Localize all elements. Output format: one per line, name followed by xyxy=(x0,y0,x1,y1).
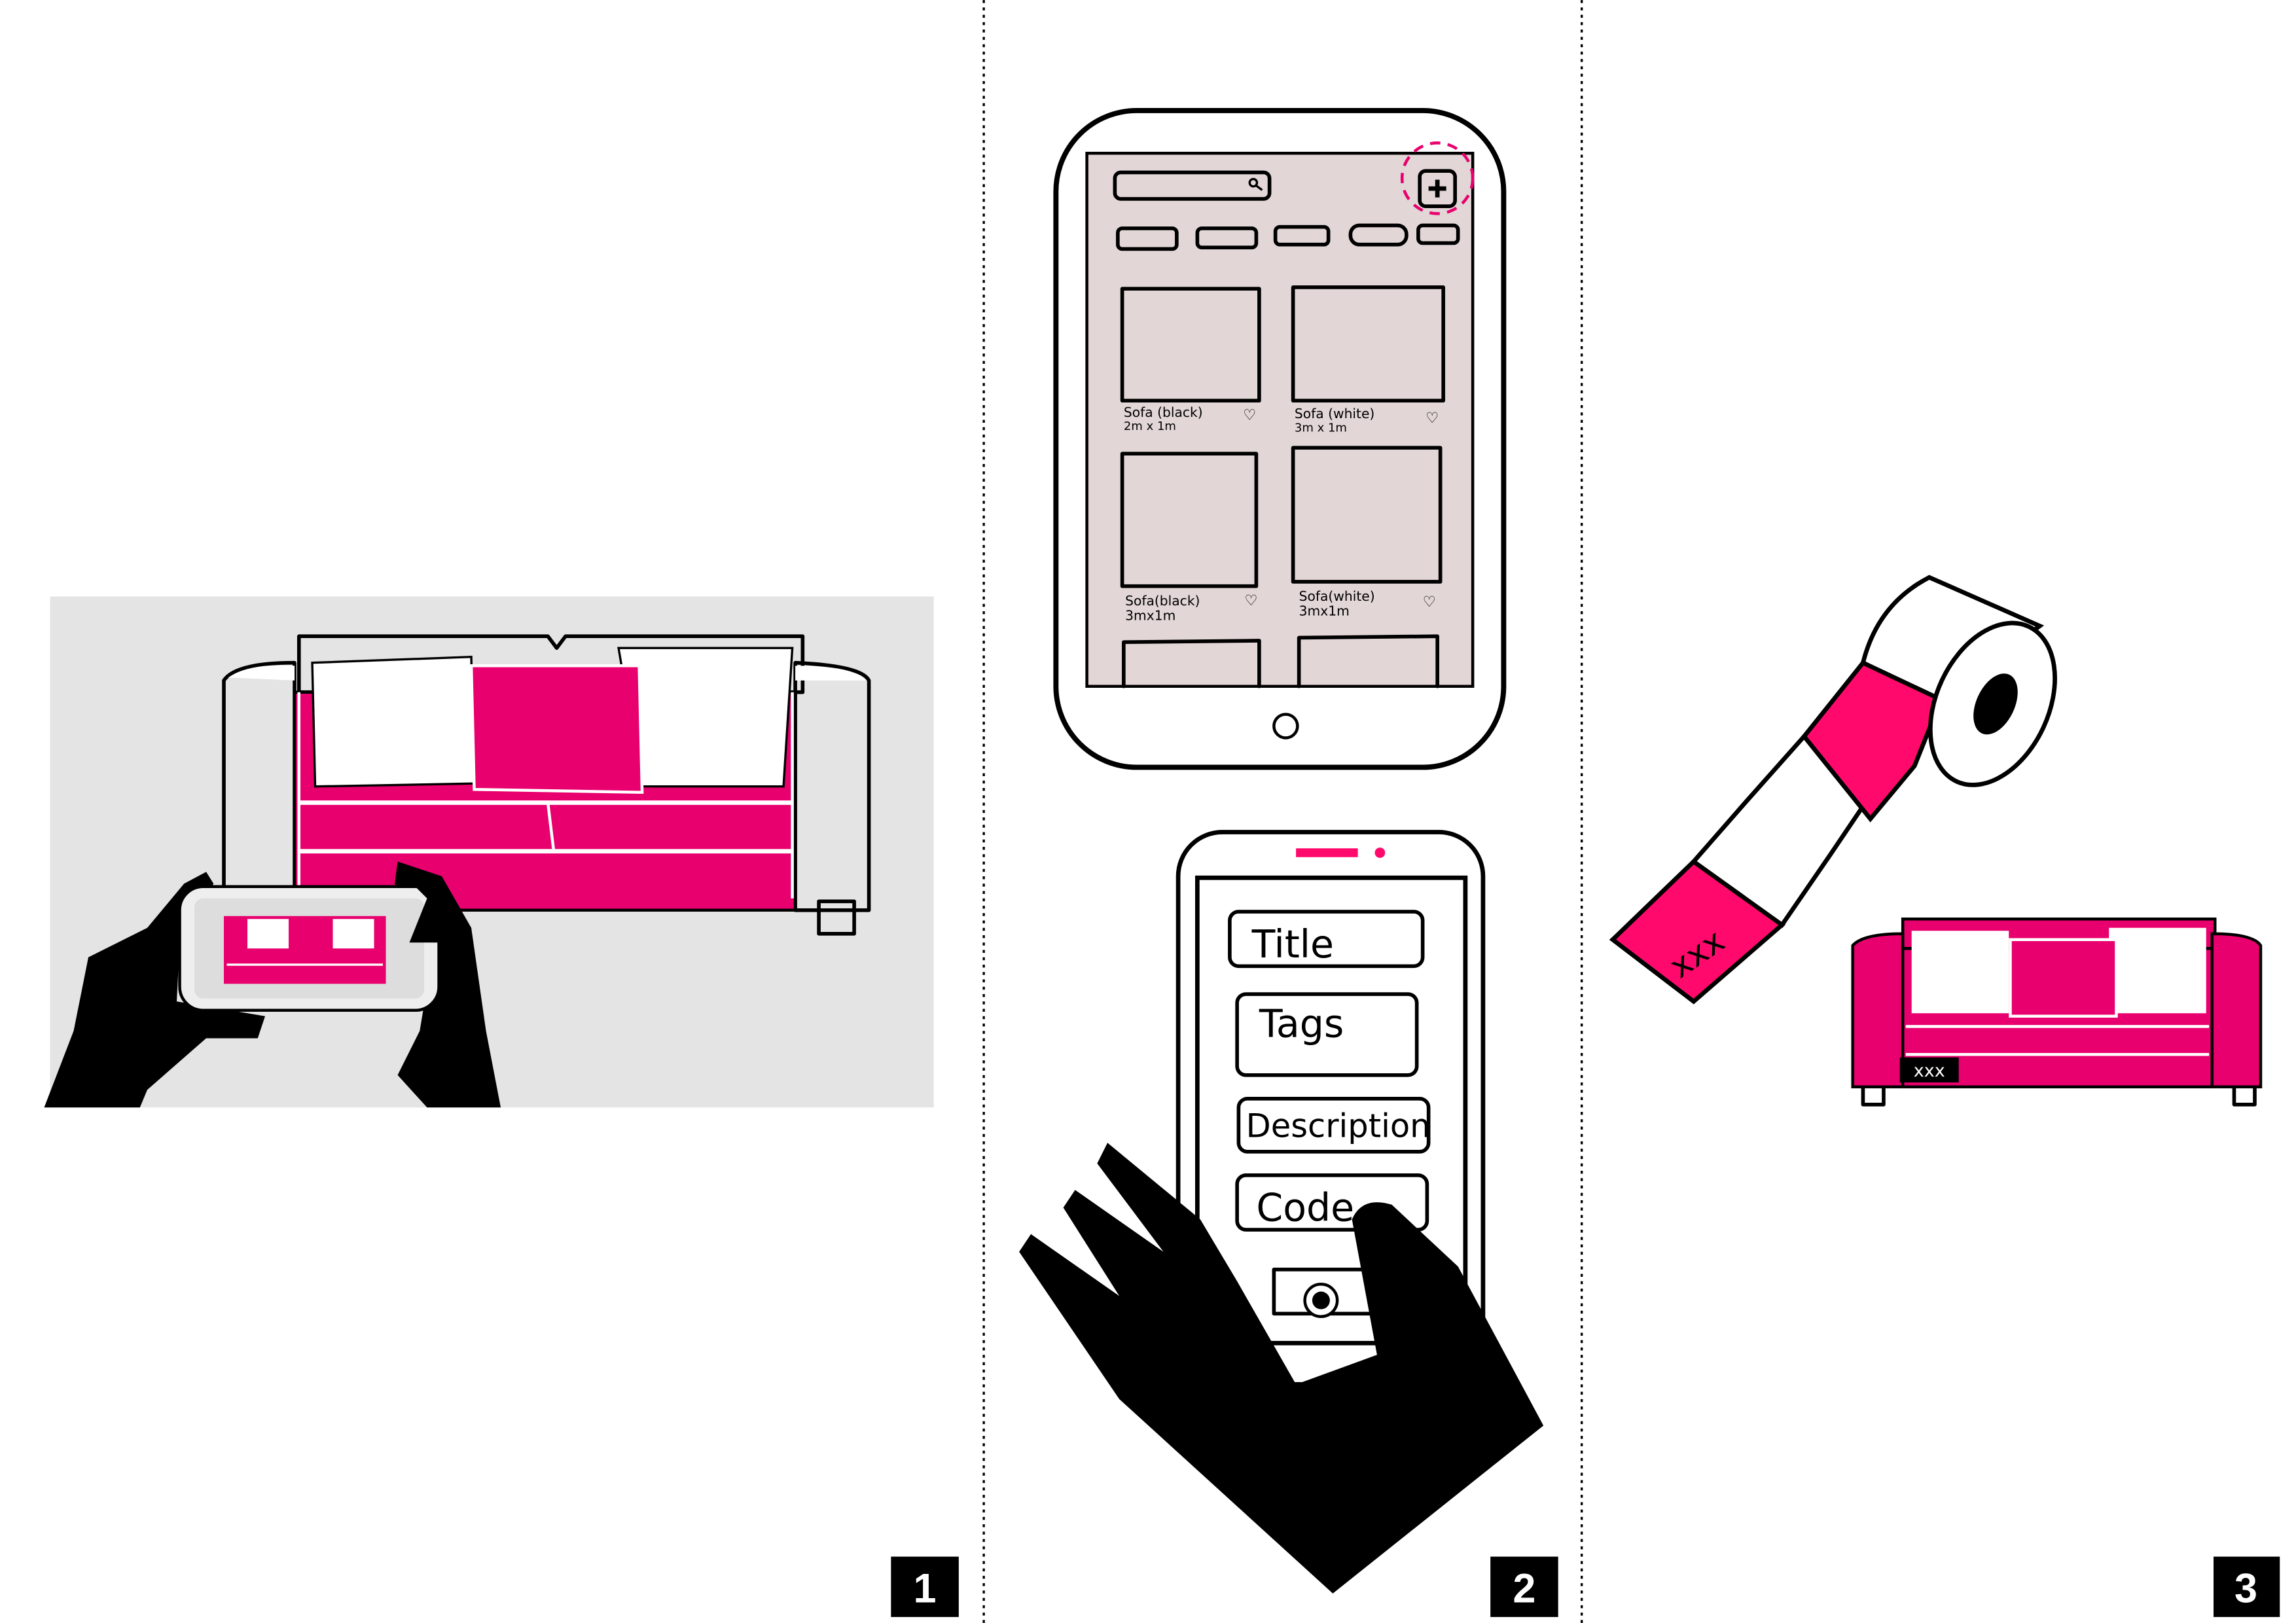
filter-pill[interactable] xyxy=(1116,226,1179,251)
search-input[interactable] xyxy=(1113,170,1272,201)
card-title: Sofa(black) xyxy=(1125,593,1200,609)
product-card[interactable]: Sofa(black) 3mx1m ♡ xyxy=(1120,452,1259,623)
title-field[interactable]: Title xyxy=(1228,910,1425,969)
sofa-tag xyxy=(1899,1057,1959,1083)
add-button[interactable] xyxy=(1418,169,1457,208)
product-card-partial xyxy=(1297,634,1439,688)
labeled-sofa: xxx xyxy=(1851,918,2263,1107)
heart-icon[interactable]: ♡ xyxy=(1426,410,1439,426)
filter-pill[interactable] xyxy=(1273,224,1331,247)
sofa-tag-text: xxx xyxy=(1914,1061,1945,1081)
description-field[interactable]: Description xyxy=(1236,1096,1431,1154)
panel-2-add-item: Sofa (black) 2m x 1m ♡ Sofa (white) 3m x… xyxy=(1019,107,1558,1617)
panel-3-label-item: xxx xxx 3 xyxy=(1609,575,2280,1617)
plus-icon xyxy=(1428,179,1446,198)
roll-core xyxy=(1973,673,2018,735)
product-card[interactable]: Sofa(white) 3mx1m ♡ xyxy=(1291,446,1443,619)
hands-holding-phone xyxy=(44,861,501,1108)
search-icon xyxy=(1248,177,1263,191)
product-card[interactable]: Sofa (white) 3m x 1m ♡ xyxy=(1291,285,1445,435)
filter-pill[interactable] xyxy=(1348,223,1408,247)
panel-number: 1 xyxy=(914,1565,937,1611)
panel-number-badge xyxy=(2213,1556,2280,1617)
heart-icon[interactable]: ♡ xyxy=(1243,406,1256,423)
panel-1-photograph-sofa: 1 xyxy=(44,596,959,1617)
highlight-circle xyxy=(1400,141,1475,215)
card-size: 2m x 1m xyxy=(1124,419,1176,433)
heart-icon[interactable]: ♡ xyxy=(1423,594,1436,610)
tags-field[interactable]: Tags xyxy=(1235,992,1419,1077)
field-label: Code xyxy=(1256,1186,1354,1230)
hand-silhouette xyxy=(1019,1143,1544,1594)
field-label: Description xyxy=(1246,1107,1431,1145)
card-title: Sofa (black) xyxy=(1124,404,1203,420)
filter-pill[interactable] xyxy=(1195,226,1259,250)
panel-number-badge xyxy=(1490,1556,1558,1617)
card-title: Sofa (white) xyxy=(1295,406,1374,421)
panel-number-badge xyxy=(891,1556,959,1617)
phone-speaker xyxy=(1296,848,1358,857)
phone-camera-dot xyxy=(1374,847,1386,858)
card-size: 3m x 1m xyxy=(1295,421,1347,435)
code-field[interactable]: Code xyxy=(1235,1173,1429,1232)
filter-pill[interactable] xyxy=(1416,223,1460,245)
panel-number: 3 xyxy=(2234,1565,2257,1611)
home-button[interactable] xyxy=(1272,713,1299,740)
card-size: 3mx1m xyxy=(1299,603,1350,619)
card-size: 3mx1m xyxy=(1125,607,1175,623)
sofa-illustration xyxy=(222,634,871,936)
heart-icon[interactable]: ♡ xyxy=(1244,592,1257,609)
field-label: Tags xyxy=(1259,1001,1344,1046)
phone-mockup: Title Tags Description Code xyxy=(1019,830,1544,1594)
product-card[interactable]: Sofa (black) 2m x 1m ♡ xyxy=(1120,287,1261,433)
product-card-partial xyxy=(1122,639,1261,688)
panel-number: 2 xyxy=(1513,1565,1535,1611)
label-tape-roll: xxx xyxy=(1609,575,2057,1005)
tablet-screen xyxy=(1085,151,1475,688)
card-title: Sofa(white) xyxy=(1299,588,1375,604)
tablet-mockup: Sofa (black) 2m x 1m ♡ Sofa (white) 3m x… xyxy=(1053,107,1507,770)
field-label: Title xyxy=(1251,922,1334,967)
